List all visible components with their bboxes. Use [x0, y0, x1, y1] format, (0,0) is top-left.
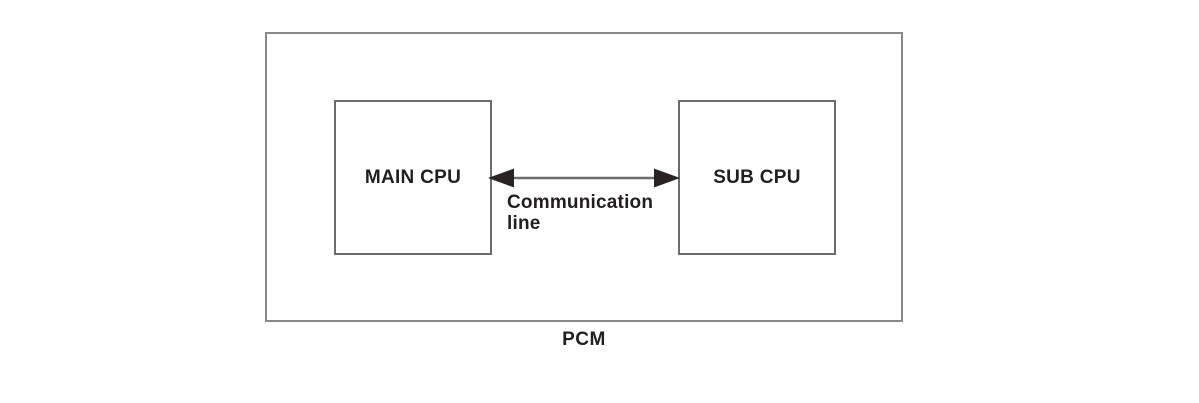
communication-line-label: Communication line [507, 192, 654, 234]
arrowhead-left-icon [488, 168, 514, 188]
pcm-boundary-box [265, 32, 903, 322]
node-main-cpu: MAIN CPU [334, 100, 492, 255]
pcm-label: PCM [562, 329, 606, 350]
arrowhead-right-icon [654, 168, 680, 188]
bidirectional-arrow [488, 168, 680, 188]
main-cpu-label: MAIN CPU [364, 166, 462, 188]
sub-cpu-label: SUB CPU [713, 166, 801, 188]
node-sub-cpu: SUB CPU [678, 100, 836, 255]
